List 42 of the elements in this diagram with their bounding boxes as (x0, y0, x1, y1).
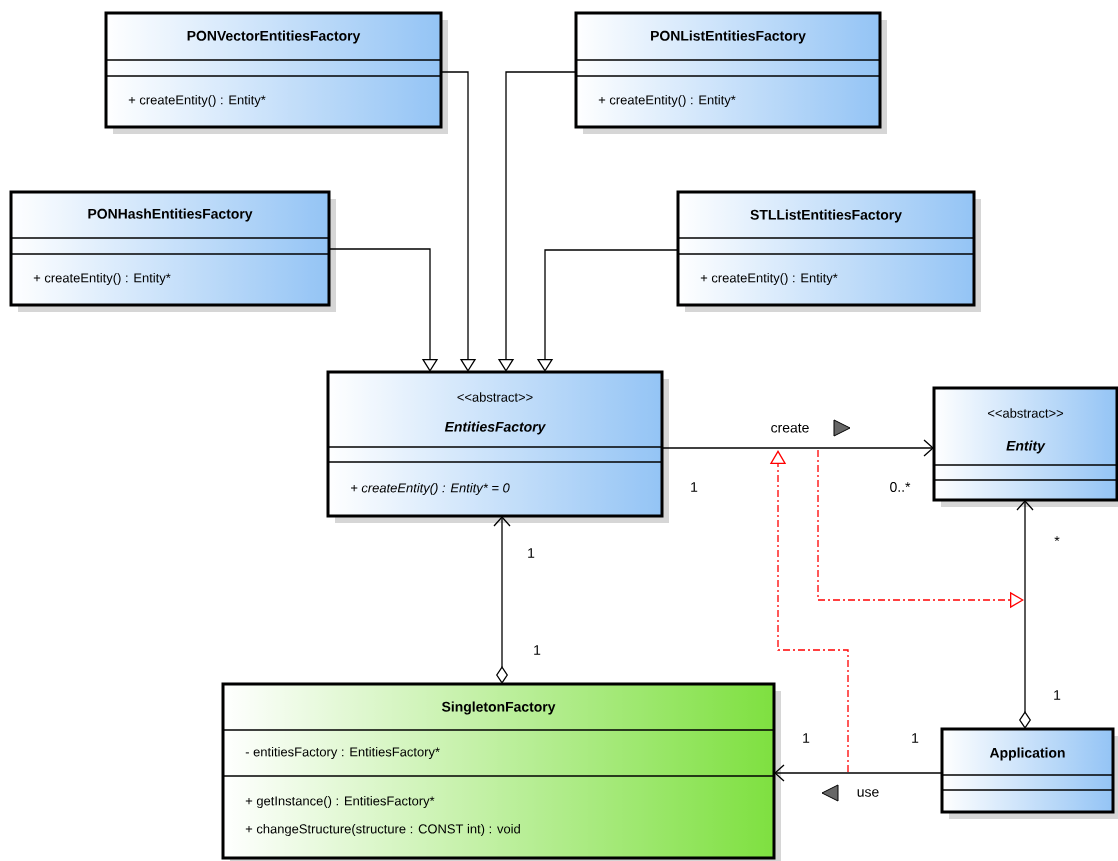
multiplicity-label: 1 (912, 733, 919, 743)
class-name: STLListEntitiesFactory (750, 209, 902, 223)
class-box (326, 370, 669, 523)
multiplicity-label: 1 (534, 645, 541, 655)
class-box (9, 190, 336, 312)
class-box (221, 682, 781, 861)
member-text: + createEntity() : Entity* (700, 272, 838, 286)
class-name: PONVectorEntitiesFactory (187, 30, 361, 44)
class-box (932, 386, 1118, 507)
multiplicity-label: 0..* (890, 482, 911, 492)
multiplicity-label: 1 (1054, 690, 1061, 700)
class-name: PONListEntitiesFactory (651, 30, 806, 44)
member-text: + changeStructure(structure : CONST int) : void (245, 823, 520, 837)
class-name: EntitiesFactory (444, 421, 546, 435)
class-name: Application (989, 747, 1065, 761)
member-text: + createEntity() : Entity* (128, 94, 266, 108)
generalization-arrow (440, 71, 477, 372)
association-line (774, 764, 943, 782)
member-text: + createEntity() : Entity* = 0 (351, 482, 510, 496)
member-text: - entitiesFactory : EntitiesFactory* (245, 746, 440, 760)
member-text: + getInstance() : EntitiesFactory* (245, 795, 435, 809)
class-name: Entity (1006, 440, 1046, 454)
class-name: PONHashEntitiesFactory (88, 208, 253, 222)
multiplicity-label: 1 (691, 482, 698, 492)
association-line (1016, 500, 1034, 729)
member-text: <<abstract>> (988, 408, 1064, 418)
member-text: <<abstract>> (457, 392, 533, 402)
multiplicity-label: 1 (528, 548, 535, 558)
member-text: + createEntity() : Entity* (598, 94, 736, 108)
class-box (104, 11, 448, 134)
edge-label: create (771, 423, 809, 433)
association-line (661, 439, 934, 457)
multiplicity-label: 1 (803, 733, 810, 743)
class-box (940, 727, 1118, 819)
class-box (676, 190, 981, 312)
class-box (574, 11, 887, 134)
edge-label: use (857, 789, 879, 797)
multiplicity-label: * (1054, 536, 1060, 542)
class-name: SingletonFactory (441, 701, 556, 715)
member-text: + createEntity() : Entity* (33, 272, 171, 286)
association-line (493, 516, 511, 684)
generalization-arrow (328, 248, 439, 372)
